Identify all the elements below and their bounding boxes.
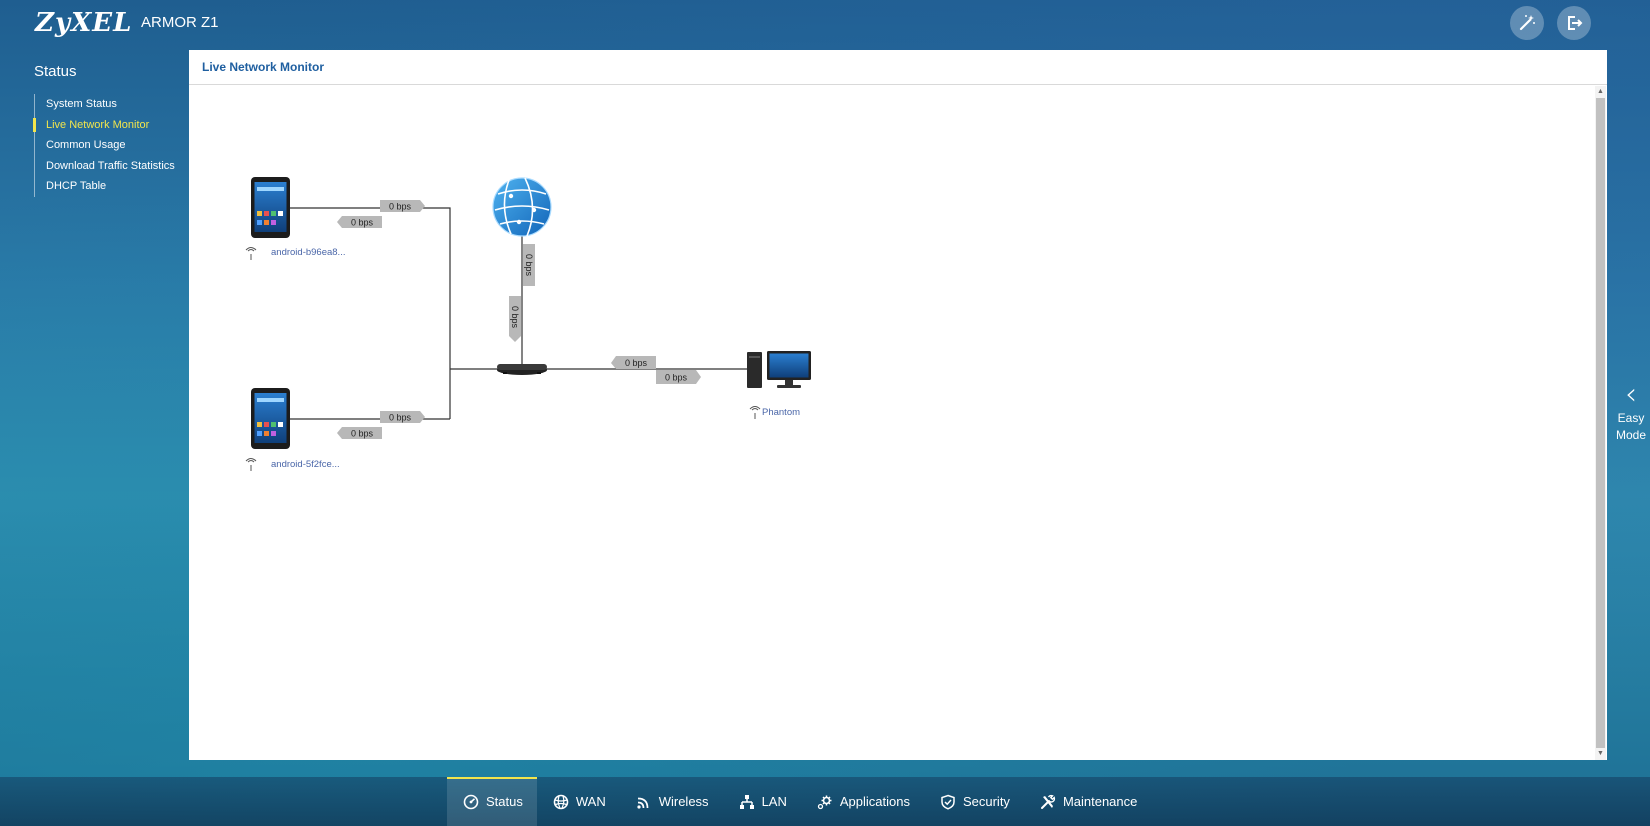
wifi-icon	[637, 797, 649, 809]
gear-icon	[817, 795, 832, 809]
tab-security[interactable]: Security	[924, 777, 1024, 826]
sidebar-item-download-traffic-statistics[interactable]: Download Traffic Statistics	[46, 159, 175, 172]
magic-wand-icon	[1519, 15, 1535, 31]
svg-text:0 bps: 0 bps	[389, 413, 412, 423]
sidebar-item-system-status[interactable]: System Status	[46, 98, 117, 110]
main-panel: Live Network Monitor	[189, 50, 1607, 760]
device-node[interactable]: Phantom	[747, 351, 811, 419]
tab-label: Status	[486, 794, 523, 809]
device-label[interactable]: android-b96ea8...	[271, 247, 345, 258]
tab-wireless[interactable]: Wireless	[620, 777, 723, 826]
svg-text:0 bps: 0 bps	[510, 306, 520, 329]
panel-title: Live Network Monitor	[189, 50, 1607, 85]
sidebar-item-live-network-monitor[interactable]: Live Network Monitor	[33, 115, 175, 136]
svg-text:0 bps: 0 bps	[625, 358, 648, 368]
device-label[interactable]: Phantom	[762, 407, 800, 418]
tab-wan[interactable]: WAN	[537, 777, 620, 826]
wireless-signal-icon	[749, 406, 761, 419]
logout-button[interactable]	[1557, 6, 1591, 40]
wireless-signal-icon	[245, 458, 257, 471]
router-icon	[497, 364, 547, 375]
svg-text:0 bps: 0 bps	[351, 218, 374, 228]
scroll-up-arrow[interactable]: ▲	[1597, 88, 1604, 95]
tab-maintenance[interactable]: Maintenance	[1024, 777, 1151, 826]
status-icon	[463, 794, 479, 809]
device-model: ARMOR Z1	[141, 14, 219, 31]
easy-mode-label-line2: Mode	[1615, 428, 1647, 442]
logout-icon	[1568, 16, 1583, 30]
sidebar-nav: System Status Live Network Monitor Commo…	[33, 94, 175, 197]
vertical-scrollbar[interactable]: ▲ ▼	[1595, 86, 1606, 760]
svg-text:0 bps: 0 bps	[351, 429, 374, 439]
sidebar-item-dhcp-table[interactable]: DHCP Table	[46, 180, 107, 193]
upload-rate-tag: 0 bps	[611, 356, 656, 369]
download-rate-tag: 0 bps	[656, 370, 701, 384]
wireless-signal-icon	[245, 247, 257, 260]
svg-text:0 bps: 0 bps	[524, 254, 534, 277]
tab-label: LAN	[761, 794, 787, 809]
tab-label: WAN	[575, 794, 606, 809]
main-tabs: Status WAN Wireless	[447, 777, 1151, 826]
router[interactable]	[497, 364, 547, 375]
device-node[interactable]: android-5f2fce...	[245, 388, 340, 471]
wizard-button[interactable]	[1510, 6, 1544, 40]
tablet-icon	[251, 177, 290, 238]
svg-text:0 bps: 0 bps	[665, 373, 688, 383]
tab-label: Security	[962, 794, 1010, 809]
zyxel-logo: ZyXEL	[35, 8, 133, 38]
upload-rate-tag: 0 bps	[380, 200, 425, 212]
tab-status[interactable]: Status	[447, 777, 537, 826]
sidebar-title: Status	[34, 63, 77, 80]
globe-icon	[553, 794, 569, 809]
wan-download-rate-tag: 0 bps	[523, 244, 535, 286]
tab-lan[interactable]: LAN	[723, 777, 801, 826]
tab-applications[interactable]: Applications	[801, 777, 924, 826]
device-label[interactable]: android-5f2fce...	[271, 459, 340, 470]
desktop-computer-icon	[747, 351, 811, 388]
tablet-icon	[251, 388, 290, 449]
tab-label: Applications	[839, 794, 910, 809]
device-node[interactable]: android-b96ea8...	[245, 177, 345, 260]
wan-upload-rate-tag: 0 bps	[509, 296, 521, 342]
tab-label: Wireless	[658, 794, 709, 809]
svg-text:0 bps: 0 bps	[389, 202, 412, 212]
sidebar-item-common-usage[interactable]: Common Usage	[46, 139, 126, 152]
chevron-left-icon: ‹	[1625, 377, 1637, 412]
easy-mode-label-line1: Easy	[1617, 411, 1645, 425]
tab-label: Maintenance	[1062, 794, 1138, 809]
network-icon	[739, 794, 754, 809]
internet-globe[interactable]	[492, 177, 552, 237]
globe-icon	[492, 177, 552, 237]
scroll-down-arrow[interactable]: ▼	[1597, 750, 1604, 757]
scrollbar-thumb[interactable]	[1596, 98, 1605, 748]
shield-icon	[941, 794, 955, 810]
download-rate-tag: 0 bps	[337, 216, 382, 228]
easy-mode-toggle[interactable]: ‹ Easy Mode	[1612, 380, 1650, 444]
wrench-icon	[1040, 794, 1056, 809]
bottom-nav-bar: Status WAN Wireless	[0, 777, 1650, 826]
upload-rate-tag: 0 bps	[380, 411, 425, 423]
network-topology: android-b96ea8... android-5f2fce.	[245, 177, 811, 471]
download-rate-tag: 0 bps	[337, 427, 382, 439]
